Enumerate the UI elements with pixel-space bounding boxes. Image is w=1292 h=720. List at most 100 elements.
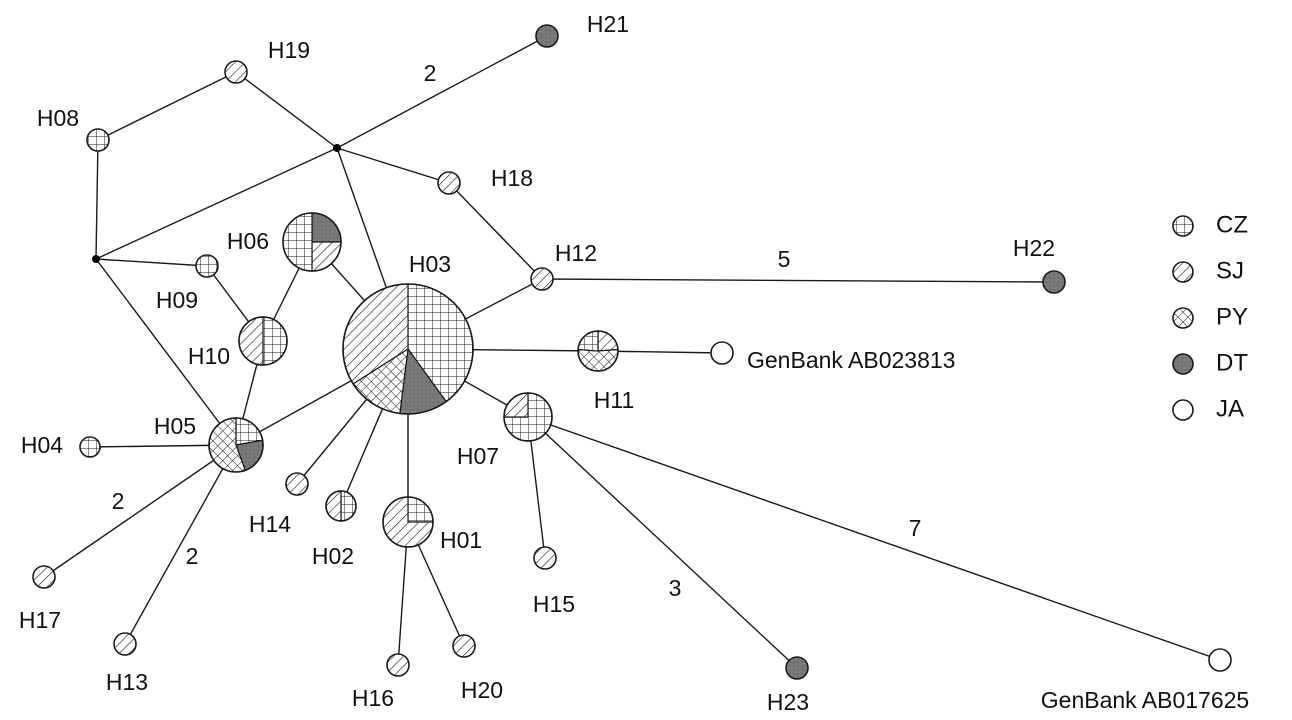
node-outline	[325, 490, 357, 522]
slice-cz	[79, 436, 101, 458]
label-h22: H22	[1013, 235, 1055, 261]
legend-item-py: PY	[1172, 303, 1248, 330]
label-h05: H05	[154, 413, 196, 439]
node-h08	[86, 128, 110, 152]
legend-item-dt: DT	[1172, 349, 1248, 376]
edge-H19-mv2	[235, 71, 338, 149]
legend: CZ SJ PY DT JA	[1172, 211, 1248, 422]
edge-H12-H22	[541, 278, 1055, 283]
legend-label: JA	[1216, 395, 1244, 422]
legend-item-sj: SJ	[1172, 257, 1244, 284]
label-h17: H17	[19, 607, 61, 633]
median-vector-mv2	[333, 144, 341, 152]
node-h12	[530, 267, 554, 291]
edge-H08-H19	[97, 71, 237, 141]
slice-sj	[325, 490, 342, 522]
legend-label: DT	[1216, 349, 1248, 376]
slice-cz	[86, 128, 110, 152]
legend-label: PY	[1216, 303, 1248, 330]
legend-swatch	[1172, 307, 1194, 329]
node-h10	[238, 316, 288, 366]
slice-sj	[285, 472, 309, 496]
label-h03: H03	[409, 251, 451, 277]
node-ab023813	[710, 341, 734, 365]
label-h13: H13	[106, 669, 148, 695]
slice-sj	[533, 546, 557, 570]
slice-cz	[262, 316, 288, 366]
edge-H18-H12	[448, 182, 543, 280]
slice-sj	[437, 171, 461, 195]
node-h06	[282, 212, 342, 272]
edge-mv1-H05	[95, 258, 237, 446]
node-outline	[342, 283, 474, 415]
legend-swatch	[1172, 399, 1194, 421]
edge-H07-H23	[527, 416, 798, 669]
node-h18	[437, 171, 461, 195]
label-h21: H21	[587, 11, 629, 37]
node-h16	[386, 653, 410, 677]
label-h09: H09	[156, 287, 198, 313]
haplotype-nodes	[32, 24, 1232, 680]
slice-py	[577, 348, 619, 372]
node-outline	[282, 212, 342, 272]
node-h11	[577, 330, 619, 372]
node-outline	[238, 316, 288, 366]
edge-mv2-H21	[336, 35, 548, 149]
legend-swatch	[1172, 215, 1194, 237]
mutation-steps-h05-h13: 2	[186, 543, 199, 569]
mutation-steps-h07-ab017625: 7	[909, 515, 922, 541]
label-h14: H14	[249, 511, 291, 537]
edge-mv2-H18	[336, 147, 450, 184]
node-h13	[113, 632, 137, 656]
node-h23	[785, 656, 809, 680]
node-h01	[382, 496, 434, 548]
slice-dt	[535, 24, 559, 48]
edge-mv1-mv2	[95, 147, 338, 260]
node-h22	[1042, 270, 1066, 294]
label-h15: H15	[533, 591, 575, 617]
label-h07: H07	[457, 443, 499, 469]
node-h02	[325, 490, 357, 522]
edge-H05-H17	[43, 444, 237, 578]
edge-mv1-H08	[95, 139, 99, 260]
slice-sj	[224, 60, 248, 84]
label-h23: H23	[767, 689, 809, 715]
label-h19: H19	[268, 37, 310, 63]
node-h07	[503, 392, 553, 442]
legend-item-ja: JA	[1172, 395, 1244, 422]
mutation-steps-mv2-h21: 2	[424, 60, 437, 86]
node-h19	[224, 60, 248, 84]
label-h10: H10	[188, 343, 230, 369]
node-outline	[577, 330, 619, 372]
label-h20: H20	[461, 677, 503, 703]
mutation-steps-h07-h23: 3	[669, 575, 682, 601]
legend-label: CZ	[1216, 211, 1248, 238]
slice-sj	[238, 316, 264, 366]
slice-cz	[340, 490, 357, 522]
median-vector-mv1	[92, 255, 100, 263]
slice-sj	[113, 632, 137, 656]
label-h01: H01	[440, 527, 482, 553]
slice-cz	[282, 212, 313, 272]
slice-sj	[32, 565, 56, 589]
label-h04: H04	[21, 432, 63, 458]
legend-swatch	[1172, 353, 1194, 375]
node-h15	[533, 546, 557, 570]
legend-item-cz: CZ	[1172, 211, 1248, 238]
legend-label: SJ	[1216, 257, 1244, 284]
node-h17	[32, 565, 56, 589]
label-h08: H08	[37, 105, 79, 131]
node-h09	[195, 254, 219, 278]
node-h20	[452, 634, 476, 658]
mutation-steps-h05-h17: 2	[112, 488, 125, 514]
node-outline	[503, 392, 553, 442]
edge-mv1-H09	[95, 258, 208, 267]
slice-cz	[195, 254, 219, 278]
label-h06: H06	[227, 228, 269, 254]
node-h04	[79, 436, 101, 458]
label-h12: H12	[555, 240, 597, 266]
node-h21	[535, 24, 559, 48]
label-h16: H16	[352, 685, 394, 711]
